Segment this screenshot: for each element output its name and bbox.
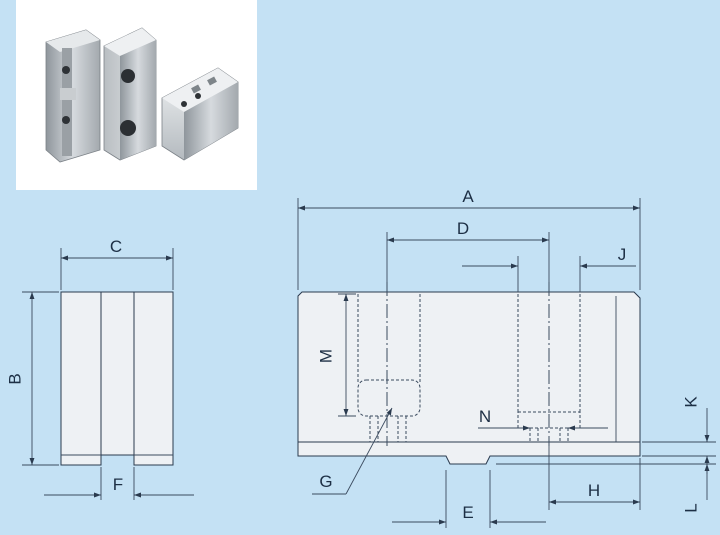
dim-label-m: M [316,349,335,363]
dim-label-d: D [457,219,469,238]
side-view: C B F [5,237,194,500]
leader-g [345,407,393,495]
dim-label-h: H [588,481,600,500]
photo-jaw-2 [103,27,157,161]
dim-label-k: K [681,396,700,408]
product-photo [16,0,257,190]
side-view-outline [60,291,174,466]
front-view: A D J M N G [297,187,716,528]
dim-label-j: J [618,245,627,264]
dim-label-a: A [462,187,474,206]
dim-label-e: E [462,503,473,522]
dim-label-l: L [681,503,700,512]
right-screw-hidden-lines [529,428,569,442]
front-view-outline [297,291,641,465]
photo-jaw-3 [161,67,239,161]
dim-label-f: F [113,475,123,494]
right-counterbore-hidden [517,411,581,429]
left-counterbore-hidden [357,379,421,417]
left-screw-hidden-lines [369,416,407,442]
dim-label-g: G [319,472,332,491]
jaw-photo-illustration [45,27,239,163]
dim-label-b: B [5,373,24,384]
dim-label-n: N [479,407,491,426]
dim-label-c: C [110,237,122,256]
photo-jaw-1 [45,29,101,163]
right-bore-hidden-lines [517,294,581,414]
